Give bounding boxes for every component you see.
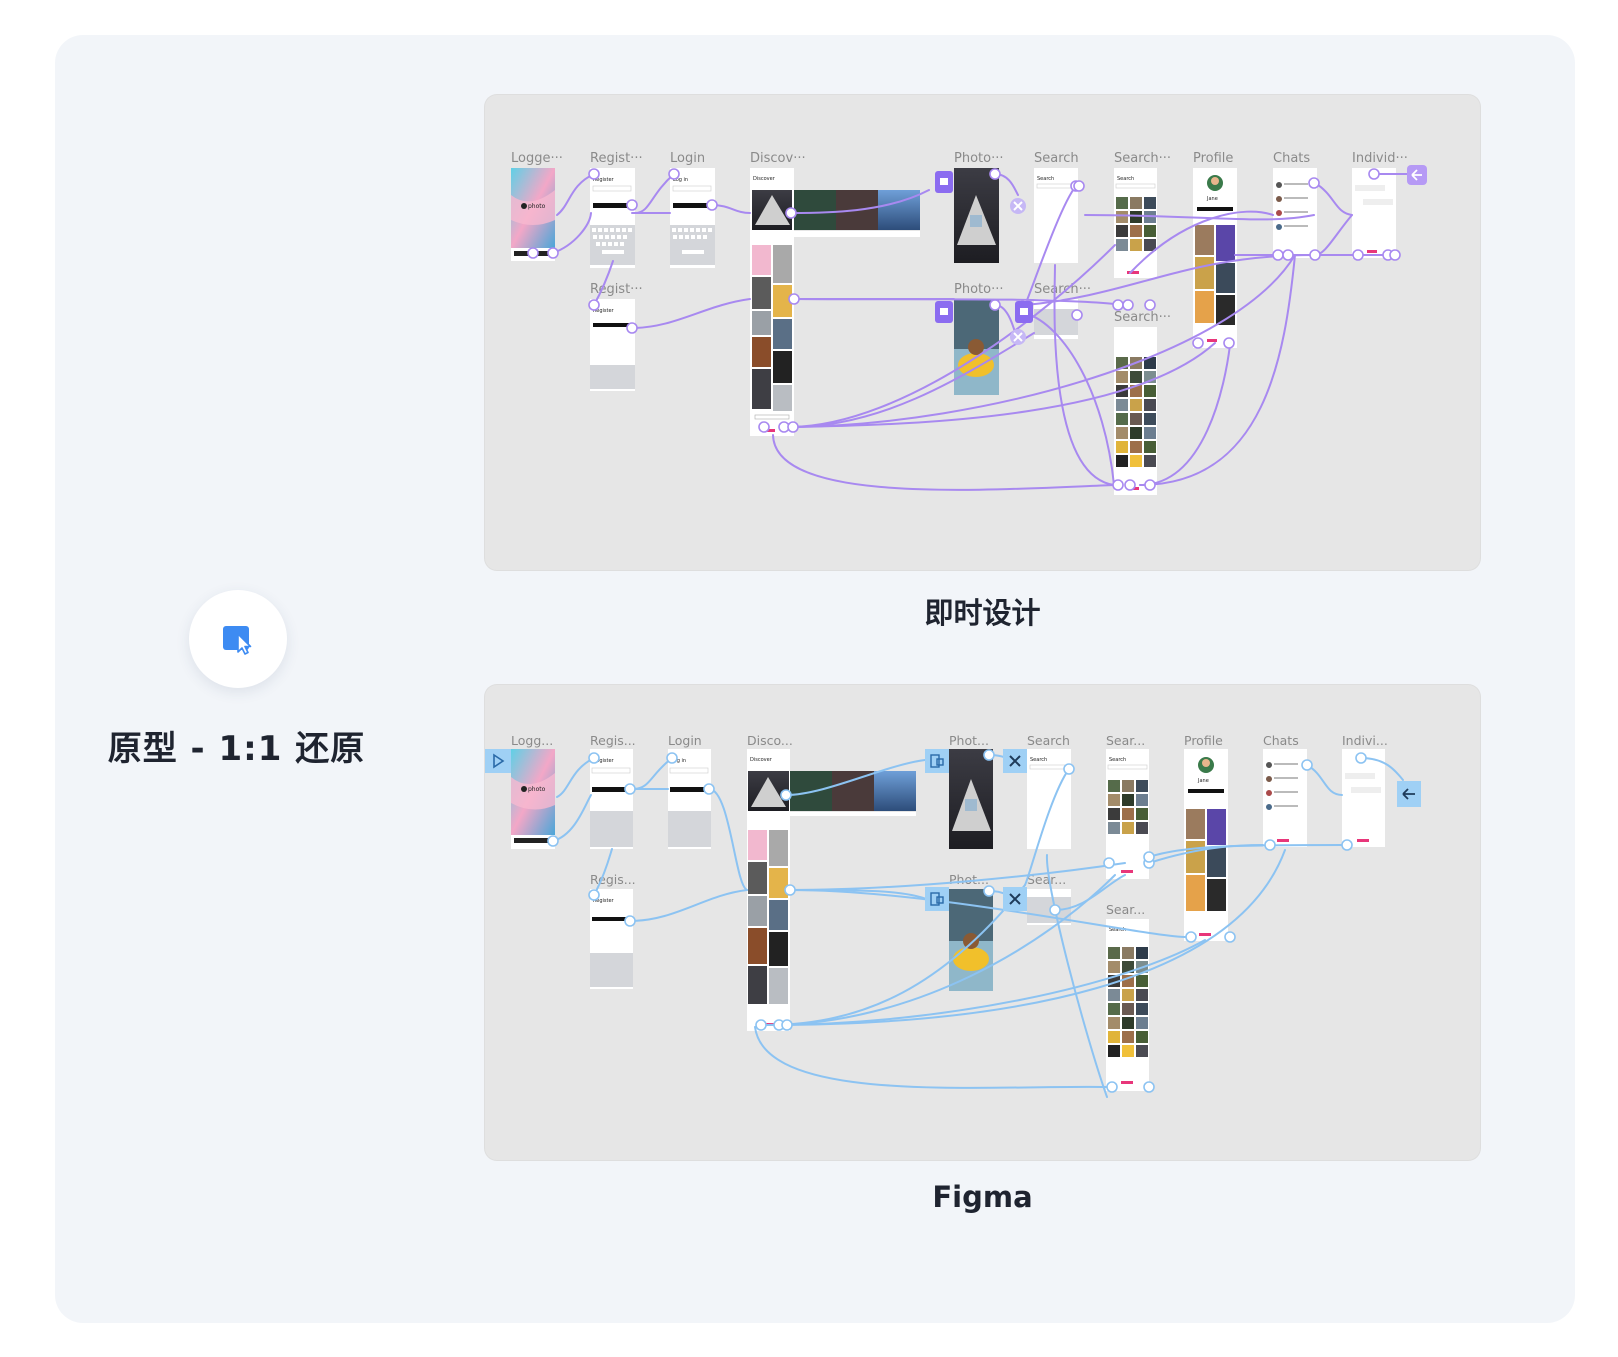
frame-discover[interactable]: Discover [747,749,790,1031]
frame-label: Search··· [1114,310,1171,325]
frame-label: Sear... [1027,872,1066,887]
frame-label: Disco... [747,733,793,748]
connection-handle[interactable] [547,749,1367,1093]
back-action-icon[interactable] [1407,165,1427,185]
frame-label: Discov··· [750,151,806,166]
svg-text:Discover: Discover [753,176,776,182]
svg-text:Search: Search [1030,757,1047,763]
frame-label: Sear... [1106,902,1145,917]
svg-text:Jane: Jane [1197,778,1209,784]
frame-label: Search··· [1114,151,1171,166]
frame-label: Search [1027,733,1070,748]
frame-label: Logg... [511,733,553,748]
frame-label: Chats [1263,733,1299,748]
close-overlay-icon[interactable] [1010,198,1026,345]
feature-title: 原型 - 1:1 还原 [107,729,366,769]
frame-search-results[interactable]: Search [1114,168,1157,278]
frame-search[interactable]: Search [1027,749,1071,849]
frame-label: Individ··· [1352,151,1408,166]
svg-text:Jane: Jane [1206,196,1218,202]
prototype-connections [552,173,1416,491]
frame-login[interactable]: Log in [670,168,715,268]
svg-text:Search: Search [1109,927,1126,933]
svg-text:Log in: Log in [673,177,688,183]
frame-label: Indivi... [1342,733,1388,748]
frame-individual-chat[interactable] [1352,168,1396,258]
frame-profile[interactable]: Jane [1184,749,1228,941]
svg-text:Register: Register [593,177,615,183]
frame-label: Phot... [949,872,989,887]
frame-photo[interactable] [954,168,999,263]
prototype-connections [552,754,1404,1098]
prototype-canvas-figma[interactable]: Logg... Regis... Login Disco... Phot... … [485,685,1480,1160]
frame-individual-chat[interactable] [1342,749,1385,847]
start-flow-icon[interactable] [485,749,511,773]
overlay-action-icon[interactable] [925,749,949,911]
frame-register[interactable]: Register [590,168,635,268]
frame-label: Login [668,733,702,748]
frame-register[interactable]: Register [590,749,633,849]
svg-text:Discover: Discover [750,757,773,763]
svg-text:Search: Search [1037,176,1054,182]
back-action-icon[interactable] [1397,781,1421,807]
svg-text:photo: photo [528,786,546,793]
frame-photo-dog[interactable] [949,889,993,991]
frame-label: Regist··· [590,282,643,297]
frame-logged-out[interactable]: photo [511,749,555,849]
caption-figma: Figma [932,1180,1033,1214]
svg-text:Register: Register [593,758,615,764]
frame-register-2[interactable]: Register [590,889,633,989]
frame-register-2[interactable]: Register [590,299,635,391]
frame-photo[interactable] [949,749,993,849]
feature-card: 原型 - 1:1 还原 Logge··· Regist··· Login Dis… [55,35,1575,1323]
overlay-action-icon[interactable] [935,171,1033,323]
frame-discover[interactable]: Discover [750,168,794,436]
frame-label: Search··· [1034,282,1091,297]
frame-label: Photo··· [954,151,1003,166]
frame-search-results-2[interactable]: Search [1106,919,1149,1091]
frame-logged-out[interactable]: photo [511,168,555,261]
prototype-cursor-icon [223,626,252,655]
svg-text:Search: Search [1117,176,1134,182]
connection-handle[interactable] [527,168,1401,491]
frame-discover-carousel [790,771,916,816]
frame-profile[interactable]: Jane [1193,168,1237,348]
frame-label: Logge··· [511,151,563,166]
frame-login[interactable]: Log in [668,749,711,849]
svg-text:Log in: Log in [671,758,686,764]
frame-label: Phot... [949,733,989,748]
frame-label: Regis... [590,733,636,748]
svg-text:Register: Register [593,898,615,904]
frame-label: Sear... [1106,733,1145,748]
frame-label: Profile [1184,733,1223,748]
frame-label: Login [670,151,705,166]
frame-search-results-2[interactable] [1114,327,1157,495]
frame-search[interactable]: Search [1034,168,1078,263]
frame-label: Chats [1273,151,1310,166]
close-overlay-icon[interactable] [1003,749,1027,911]
prototype-icon-badge [189,590,287,688]
svg-text:Search: Search [1109,757,1126,763]
frame-label: Regis... [590,872,636,887]
frame-label: Photo··· [954,282,1003,297]
prototype-canvas-jishi[interactable]: Logge··· Regist··· Login Discov··· Photo… [485,95,1480,570]
svg-text:Register: Register [593,308,615,314]
frame-label: Search [1034,151,1079,166]
frame-label: Regist··· [590,151,643,166]
frame-search-results[interactable]: Search [1106,749,1149,879]
frame-chats[interactable] [1263,749,1307,847]
frame-label: Profile [1193,151,1233,166]
svg-text:photo: photo [528,203,546,210]
caption-jishi: 即时设计 [924,596,1041,630]
